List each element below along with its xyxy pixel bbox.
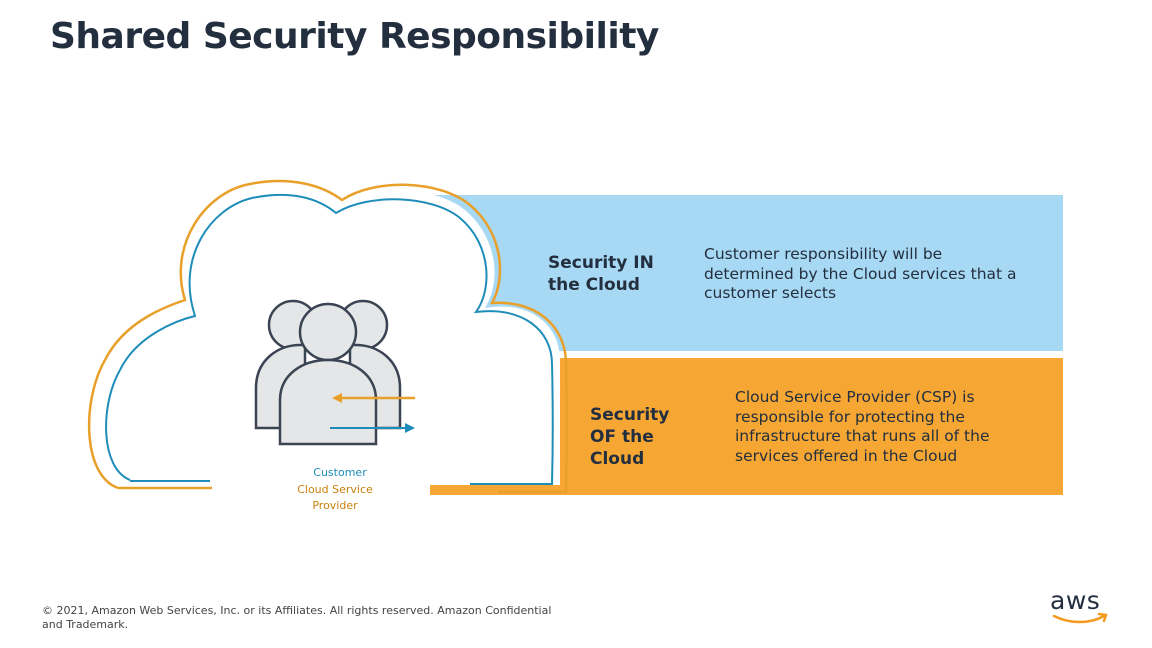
aws-logo-text: aws	[1050, 586, 1101, 615]
security-of-description: Cloud Service Provider (CSP) is responsi…	[735, 388, 990, 465]
arrow-left-icon	[332, 393, 415, 403]
aws-smile-icon	[1052, 612, 1108, 624]
cloud-outline-customer	[105, 193, 554, 485]
page-title: Shared Security Responsibility	[50, 16, 659, 57]
security-in-label: Security IN the Cloud	[548, 253, 654, 295]
legend-provider: Cloud Service Provider	[297, 483, 373, 512]
aws-logo: aws	[1050, 586, 1112, 626]
copyright-footer: © 2021, Amazon Web Services, Inc. or its…	[42, 604, 552, 631]
cloud-outline-provider	[87, 179, 568, 494]
security-in-description: Customer responsibility will be determin…	[704, 245, 1017, 302]
legend-customer: Customer	[313, 466, 367, 479]
security-of-label: Security OF the Cloud	[590, 405, 670, 469]
arrow-right-icon	[330, 423, 415, 433]
users-icon	[254, 299, 402, 446]
